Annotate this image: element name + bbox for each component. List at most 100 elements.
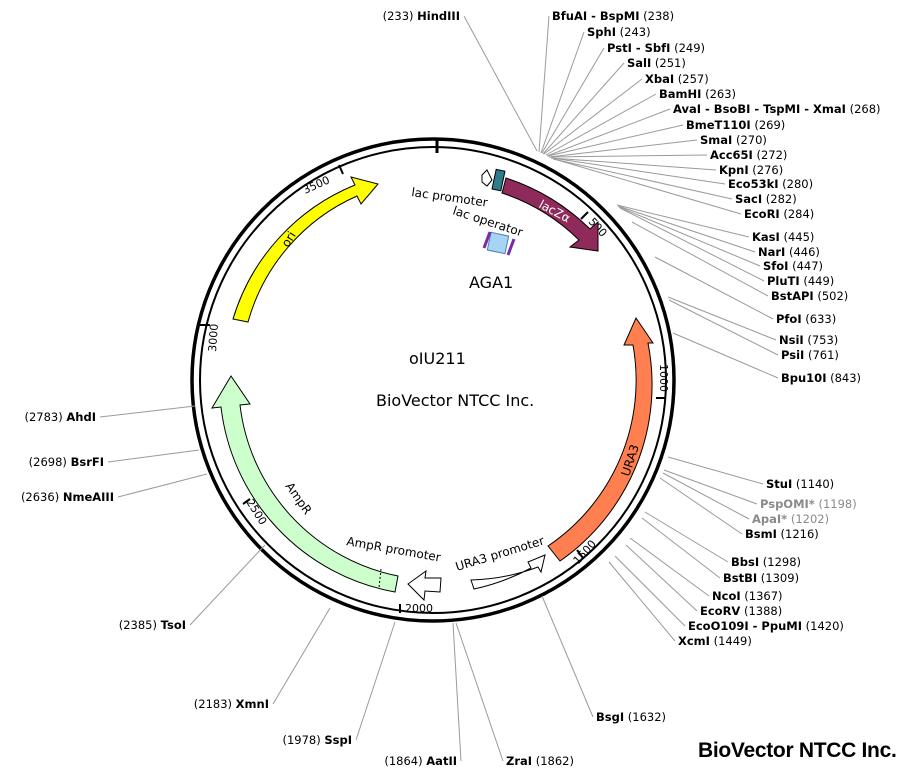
site-leader-ahdi (99, 405, 196, 418)
site-label-sspi[interactable]: (1978) SspI (282, 733, 352, 747)
site-leader-bsrfi (107, 449, 200, 463)
site-leader-hindiii (463, 15, 538, 152)
scale-tick-3500: 3500 (301, 164, 344, 197)
site-label-nsii[interactable]: NsiI (753) (779, 333, 838, 347)
site-label-pfoi[interactable]: PfoI (633) (776, 312, 836, 326)
feature-ura3[interactable]: URA3 (547, 316, 654, 562)
feature-ampr[interactable]: AmpR (211, 375, 399, 593)
site-label-xmni[interactable]: (2183) XmnI (194, 697, 269, 711)
site-leader-bstapi (631, 221, 769, 297)
site-leader-psti-sbfi (541, 47, 605, 154)
site-leader-sphi (540, 31, 585, 154)
site-label-sfoi[interactable]: SfoI (447) (763, 259, 823, 273)
site-leader-psii (668, 299, 779, 356)
site-leader-pluti (619, 207, 765, 282)
site-leader-ecorv (625, 544, 698, 612)
watermark: BioVector NTCC Inc. (698, 739, 897, 762)
feature-ura3-promoter[interactable]: URA3 promoter (454, 534, 546, 590)
site-leader-acc65i (549, 154, 708, 158)
site-label-ecoo109i-ppumi[interactable]: EcoO109I - PpuMI (1420) (688, 619, 844, 633)
site-leader-bbsi (644, 511, 729, 563)
scale-tick-3000: 3000 (200, 323, 221, 352)
feature-ori[interactable]: ori (232, 176, 379, 323)
site-label-psti-sbfi[interactable]: PstI - SbfI (249) (607, 41, 705, 55)
site-label-eco53ki[interactable]: Eco53kI (280) (728, 177, 813, 191)
site-label-ecorv[interactable]: EcoRV (1388) (700, 604, 782, 618)
site-label-bsmi[interactable]: BsmI (1216) (745, 527, 819, 541)
site-leader-bsmi (659, 477, 743, 535)
site-label-bstapi[interactable]: BstAPI (502) (771, 289, 848, 303)
site-label-stui[interactable]: StuI (1140) (766, 477, 834, 491)
site-leader-pfoi (654, 256, 774, 320)
site-leader-smai (548, 139, 698, 158)
plasmid-name: oIU211 (409, 349, 466, 368)
site-label-bamhi[interactable]: BamHI (263) (659, 87, 736, 101)
site-label-bfuai-bspmi[interactable]: BfuAI - BspMI (238) (552, 9, 674, 23)
site-leader-aatii (452, 622, 462, 762)
site-label-acc65i[interactable]: Acc65I (272) (710, 148, 787, 162)
site-label-kasi[interactable]: KasI (445) (752, 230, 814, 244)
site-leader-xbai (543, 78, 643, 155)
site-label-ecori[interactable]: EcoRI (284) (744, 207, 814, 221)
site-label-bpu10i[interactable]: Bpu10I (843) (781, 371, 861, 385)
site-label-pluti[interactable]: PluTI (449) (767, 274, 834, 288)
backbone-outer-ring (190, 137, 676, 623)
site-label-apai-[interactable]: ApaI* (1202) (752, 512, 829, 526)
site-label-bmet110i[interactable]: BmeT110I (269) (686, 118, 785, 132)
scale-label-3000: 3000 (206, 323, 221, 352)
site-label-smai[interactable]: SmaI (270) (700, 133, 767, 147)
site-leader-xmni (272, 607, 331, 705)
scale-label-1000: 1000 (657, 364, 670, 392)
site-leader-bstbi (641, 517, 721, 579)
site-label-bstbi[interactable]: BstBI (1309) (723, 571, 799, 585)
site-label-sali[interactable]: SalI (251) (627, 56, 686, 70)
site-label-xbai[interactable]: XbaI (257) (645, 72, 709, 86)
site-leader-kpni (550, 157, 717, 171)
site-leader-bsgi (541, 595, 594, 718)
site-label-xcmi[interactable]: XcmI (1449) (678, 634, 752, 648)
feature-lac-operator[interactable] (491, 168, 506, 192)
site-label-hindiii[interactable]: (233) HindIII (383, 9, 460, 23)
site-label-tsoi[interactable]: (2385) TsoI (119, 618, 186, 632)
site-label-bsrfi[interactable]: (2698) BsrFI (29, 455, 104, 469)
site-label-ncoi[interactable]: NcoI (1367) (712, 589, 783, 603)
site-leader-ncoi (629, 537, 710, 597)
site-label-saci[interactable]: SacI (282) (735, 192, 797, 206)
scale-tick-2000: 2000 (399, 602, 433, 615)
site-label-avai-bsobi-tspmi-xmai[interactable]: AvaI - BsoBI - TspMI - XmaI (268) (673, 102, 881, 116)
site-label-bbsi[interactable]: BbsI (1298) (731, 555, 801, 569)
site-label-bsgi[interactable]: BsgI (1632) (596, 710, 666, 724)
insert-icon (482, 231, 516, 256)
site-leader-kasi (616, 204, 750, 238)
site-label-aatii[interactable]: (1864) AatII (384, 754, 457, 768)
site-leader-saci (552, 158, 733, 200)
site-label-ahdi[interactable]: (2783) AhdI (24, 410, 96, 424)
site-leader-lines (99, 15, 779, 762)
site-labels: (233) HindIII BfuAI - BspMI (238) SphI (24… (21, 9, 881, 768)
scale-label-2000: 2000 (405, 602, 433, 615)
site-leader-nari (617, 205, 756, 253)
site-leader-stui (667, 456, 764, 485)
site-label-psii[interactable]: PsiI (761) (781, 348, 839, 362)
feature-label-ampr-promoter: AmpR promoter (345, 534, 441, 564)
site-label-nmeaiii[interactable]: (2636) NmeAIII (21, 490, 114, 504)
feature-lac-promoter[interactable] (481, 169, 493, 187)
site-leader-nmeaiii (117, 473, 208, 498)
site-label-pspomi-[interactable]: PspOMI* (1198) (760, 497, 857, 511)
scale-tick-1000: 1000 (656, 364, 670, 399)
site-label-zrai[interactable]: ZraI (1862) (506, 754, 574, 768)
site-leader-tsoi (189, 544, 266, 626)
site-leader-sali (542, 62, 625, 155)
feature-label-lac-promoter: lac promoter (411, 185, 489, 210)
insert-label: AGA1 (469, 273, 513, 292)
site-label-kpni[interactable]: KpnI (276) (719, 163, 783, 177)
site-leader-bfuai-bspmi (538, 15, 550, 153)
site-leader-bpu10i (672, 332, 779, 379)
site-leader-avai-bsobi-tspmi-xmai (546, 108, 671, 157)
site-label-sphi[interactable]: SphI (243) (587, 25, 651, 39)
site-leader-zrai (455, 622, 504, 762)
site-label-nari[interactable]: NarI (446) (758, 245, 820, 259)
site-leader-apai- (662, 472, 750, 520)
feature-lacz-alpha[interactable]: lacZα (501, 177, 599, 252)
